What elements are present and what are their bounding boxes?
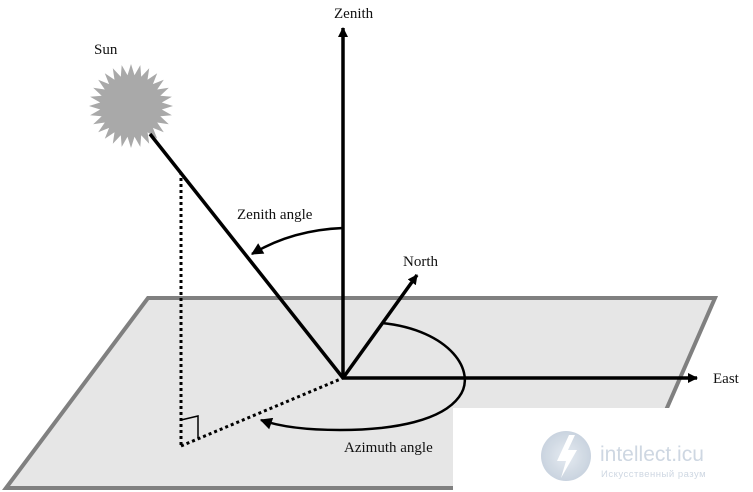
lightning-bolt-icon bbox=[557, 435, 577, 478]
watermark-brand: intellect.icu bbox=[600, 443, 704, 466]
north-label: North bbox=[403, 254, 438, 270]
right-angle-marker bbox=[180, 415, 199, 438]
zenith-angle-arc bbox=[250, 226, 344, 256]
zenith-angle-label: Zenith angle bbox=[237, 207, 313, 223]
azimuth-angle-arc bbox=[259, 321, 466, 432]
watermark-tagline: Искусственный разум bbox=[601, 469, 706, 480]
azimuth-angle-label: Azimuth angle bbox=[344, 440, 433, 456]
sun-label: Sun bbox=[94, 42, 118, 58]
north-axis bbox=[341, 273, 419, 380]
sun-icon bbox=[89, 64, 173, 148]
watermark: intellect.icu Искусственный разум bbox=[541, 431, 706, 481]
east-label: East bbox=[713, 371, 740, 387]
sun-projection-ground bbox=[180, 376, 344, 448]
sun-ray bbox=[148, 132, 345, 380]
watermark-panel bbox=[453, 408, 753, 492]
zenith-label: Zenith bbox=[334, 6, 374, 22]
